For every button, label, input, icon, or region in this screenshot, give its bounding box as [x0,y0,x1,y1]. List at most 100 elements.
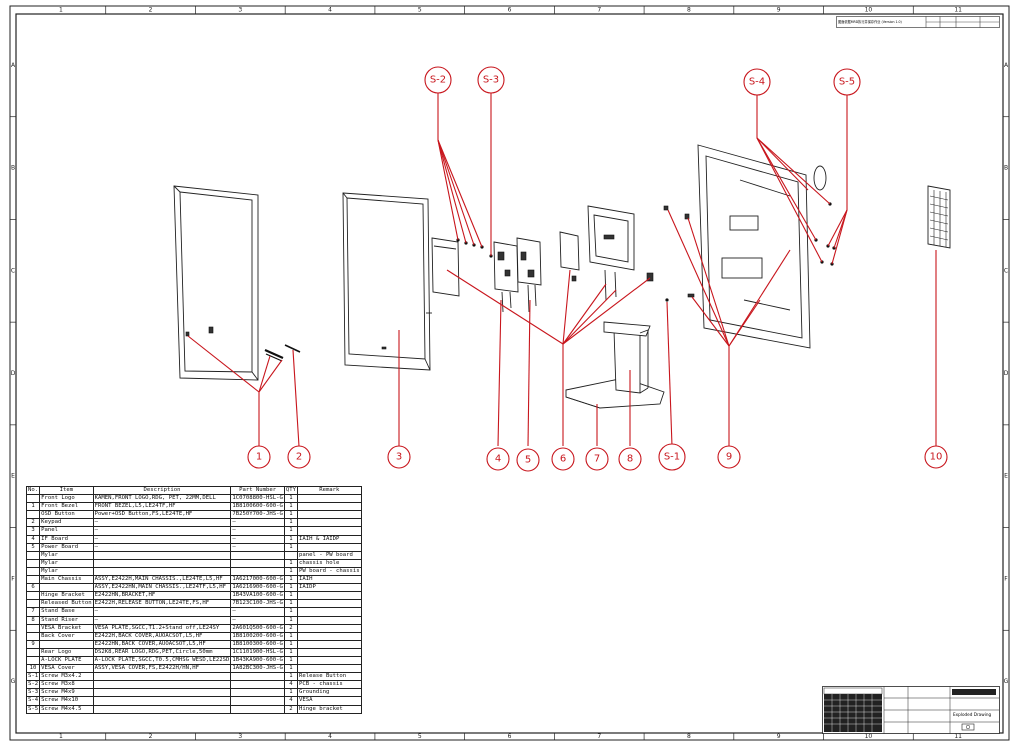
bom-cell-qty: 1 [283,518,299,528]
bom-cell-part-number [230,672,285,682]
bom-cell-remark: Grounding [297,688,362,698]
bom-cell-qty: 1 [283,688,299,698]
bom-cell-qty: 1 [283,526,299,536]
bom-cell-part-number: 7B250Y700-JHS-G [230,510,285,520]
bom-cell-part-number [230,550,285,560]
zone-label: 10 [865,733,873,740]
callout-8: 8 [618,447,642,471]
zone-label: G [11,678,16,685]
svg-text:3: 3 [396,452,402,463]
bom-cell-qty: 1 [283,575,299,585]
bom-cell-item: Mylar [39,558,94,568]
bom-cell-part-number [230,680,285,690]
zone-label: D [11,370,16,377]
svg-text:S-3: S-3 [483,75,499,86]
bom-cell-no: 1 [25,502,41,512]
bom-table: No. Item Description Part Number QTY Rem… [25,485,362,714]
bom-col-remark: Remark [297,485,362,496]
bom-cell-qty: 1 [283,542,299,552]
revision-note: 图面依据MRD执行并保存作业 (Version 1.0) [838,19,902,24]
bom-cell-description: ASSY,E2422HN,MAIN CHASSIS.,LE24TF,L5,HF [92,583,232,593]
bom-cell-description: VESA PLATE,SGCC,T1.2+Stand off,LE24SY [92,623,232,633]
bom-cell-no: 3 [25,526,41,536]
bom-cell-item [39,583,94,593]
bom-cell-description [92,704,232,714]
hinge-parts [663,205,695,302]
bom-cell-qty: 1 [283,672,299,682]
bom-cell-item: Main Chassis [39,575,94,585]
svg-text:2: 2 [296,452,302,463]
bom-cell-item: Rear Logo [39,647,94,657]
zone-label: 4 [328,7,332,14]
zone-label: G [1004,678,1009,685]
zone-label: 4 [328,733,332,740]
part-mylar [431,237,460,297]
zone-label: F [1004,575,1008,582]
zone-label: 11 [954,733,962,740]
callout-1: 1 [247,445,271,469]
callout-2: 2 [287,445,311,469]
bom-cell-qty: 1 [283,599,299,609]
bom-cell-no [25,558,41,568]
zone-label: 1 [59,7,63,14]
bom-cell-item: OSD Button [39,510,94,520]
svg-text:6: 6 [560,454,566,465]
bom-cell-remark [297,494,362,504]
bom-cell-qty: 1 [283,631,299,641]
bom-cell-part-number: — [230,534,285,544]
bom-cell-description: ASSY,E2422H,MAIN CHASSIS.,LE24TE,L5,HF [92,575,232,585]
bom-cell-item: Keypad [39,518,94,528]
bom-cell-qty: 1 [283,664,299,674]
callout-4: 4 [486,447,510,471]
osd-buttons [264,348,284,362]
bom-cell-item: Stand Base [39,607,94,617]
zone-label: 8 [687,7,691,14]
bom-cell-item: Mylar [39,550,94,560]
bom-cell-remark [297,607,362,617]
part-front-bezel [173,185,301,381]
bom-cell-remark [297,639,362,649]
drawing-title: Exploded Drawing [953,712,991,717]
svg-text:7: 7 [594,454,600,465]
bom-cell-item: Mylar [39,566,94,577]
bom-cell-remark [297,510,362,520]
bom-cell-qty: 4 [283,696,299,706]
zone-label: A [11,62,16,69]
bom-cell-remark [297,655,362,666]
bom-cell-item: Released Button [39,599,94,609]
bom-cell-remark [297,615,362,625]
bom-cell-remark [297,542,362,552]
bom-cell-description: Power+OSD Button,FS,LE24TE,HF [92,510,232,520]
bom-cell-remark [297,526,362,536]
zone-label: D [1004,370,1009,377]
bom-cell-item: Stand Riser [39,615,94,625]
bom-cell-no [25,623,41,633]
bom-cell-part-number: 1A6216900-600-G [230,583,285,593]
part-power-board [516,237,542,313]
zone-label: E [11,473,15,480]
zone-label: 5 [418,7,422,14]
part-panel [342,192,432,371]
zone-label: 10 [865,7,873,14]
callout-s2: S-2 [424,66,452,94]
bom-cell-qty: 1 [283,510,299,520]
callout-3: 3 [387,445,411,469]
bom-cell-remark: chassis hole [297,558,362,568]
bom-cell-qty: 1 [283,494,299,504]
bom-cell-no: 10 [25,664,41,674]
bom-cell-no: 8 [25,615,41,625]
bom-cell-no [25,550,41,560]
